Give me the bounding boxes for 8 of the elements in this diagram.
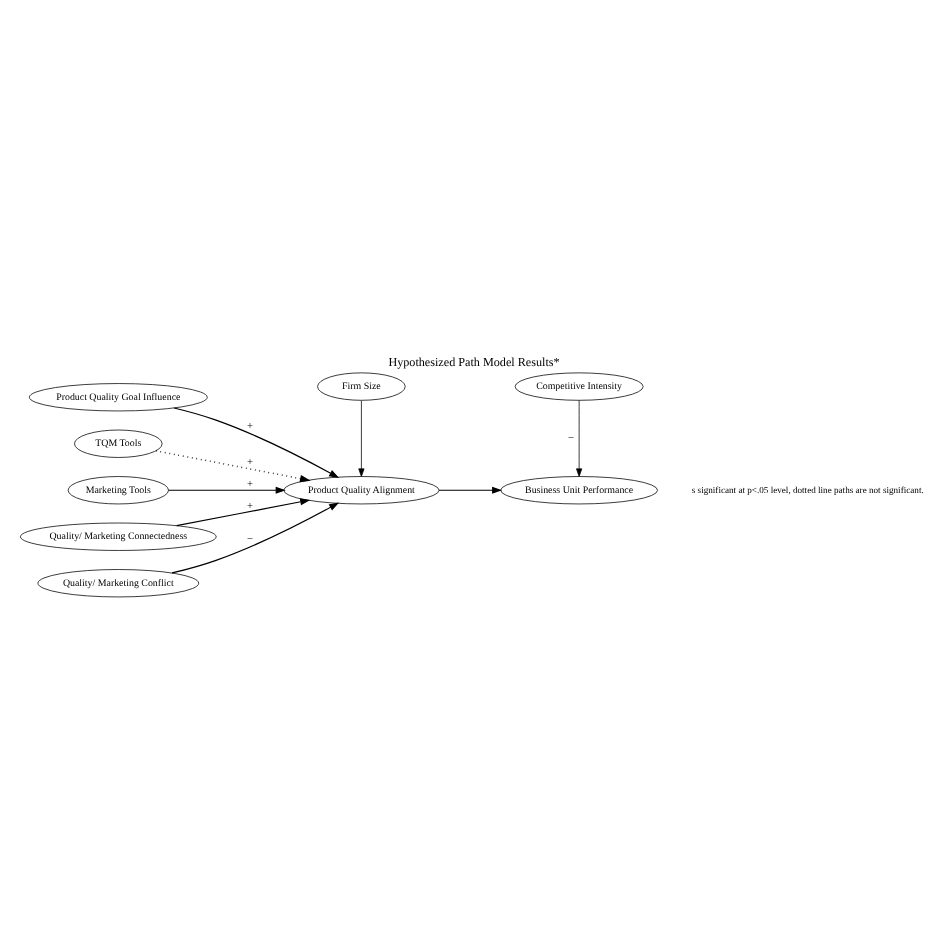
arrow [167,485,286,493]
arrow [576,399,583,476]
arrow [358,399,365,476]
arrow [173,406,340,477]
arrow [171,501,340,573]
arrow [155,449,311,482]
arrow [438,485,503,493]
arrow [176,497,311,526]
